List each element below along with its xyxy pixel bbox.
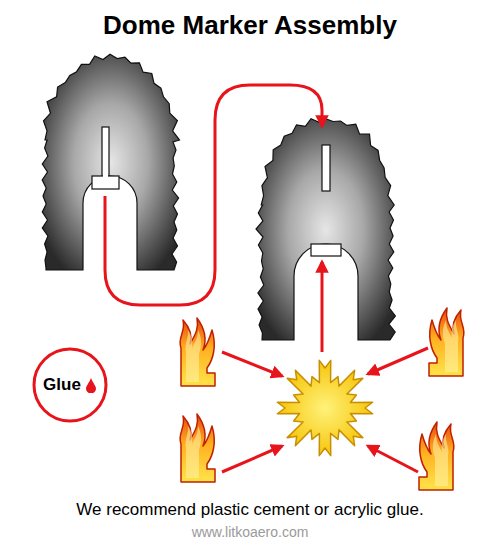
node-text: Glue (43, 375, 81, 395)
glue-circle: Glue (32, 347, 108, 423)
glue-drop (85, 377, 97, 393)
title: Dome Marker Assembly (0, 10, 500, 41)
watermark: www.litkoaero.com (0, 524, 500, 540)
caption: We recommend plastic cement or acrylic g… (0, 500, 500, 520)
